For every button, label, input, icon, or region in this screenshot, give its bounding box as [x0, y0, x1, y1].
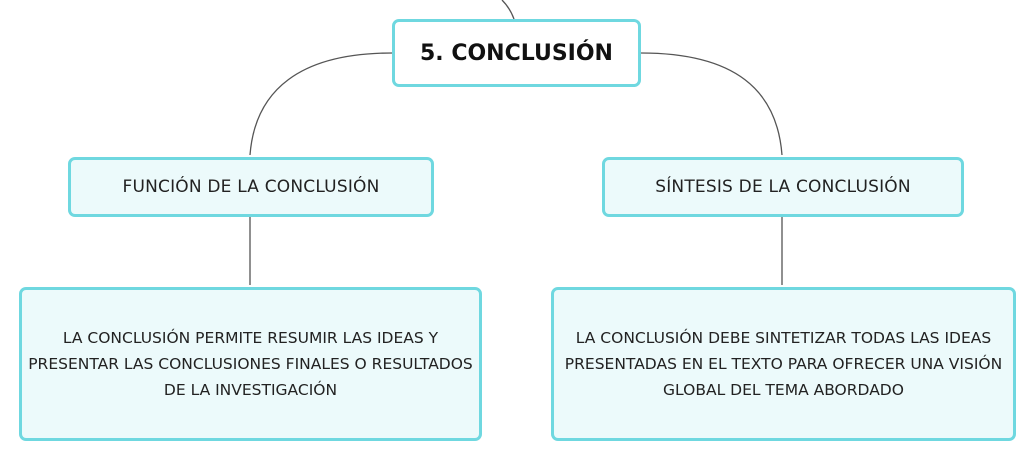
root-node[interactable]: 5. CONCLUSIÓN — [392, 19, 641, 87]
connector-root-to-funcion — [249, 52, 393, 156]
connector-root-to-sintesis — [640, 52, 783, 156]
branch-node-sintesis[interactable]: SÍNTESIS DE LA CONCLUSIÓN — [602, 157, 964, 217]
connector-incoming-to-root — [501, 0, 515, 20]
detail-node-funcion[interactable]: LA CONCLUSIÓN PERMITE RESUMIR LAS IDEAS … — [19, 287, 482, 441]
branch-node-funcion[interactable]: FUNCIÓN DE LA CONCLUSIÓN — [68, 157, 434, 217]
root-node-label: 5. CONCLUSIÓN — [420, 40, 613, 66]
detail-node-funcion-text: LA CONCLUSIÓN PERMITE RESUMIR LAS IDEAS … — [28, 329, 473, 399]
detail-node-sintesis-text: LA CONCLUSIÓN DEBE SINTETIZAR TODAS LAS … — [564, 329, 1003, 399]
detail-node-sintesis[interactable]: LA CONCLUSIÓN DEBE SINTETIZAR TODAS LAS … — [551, 287, 1016, 441]
branch-node-funcion-label: FUNCIÓN DE LA CONCLUSIÓN — [122, 177, 380, 197]
branch-node-sintesis-label: SÍNTESIS DE LA CONCLUSIÓN — [655, 177, 911, 197]
